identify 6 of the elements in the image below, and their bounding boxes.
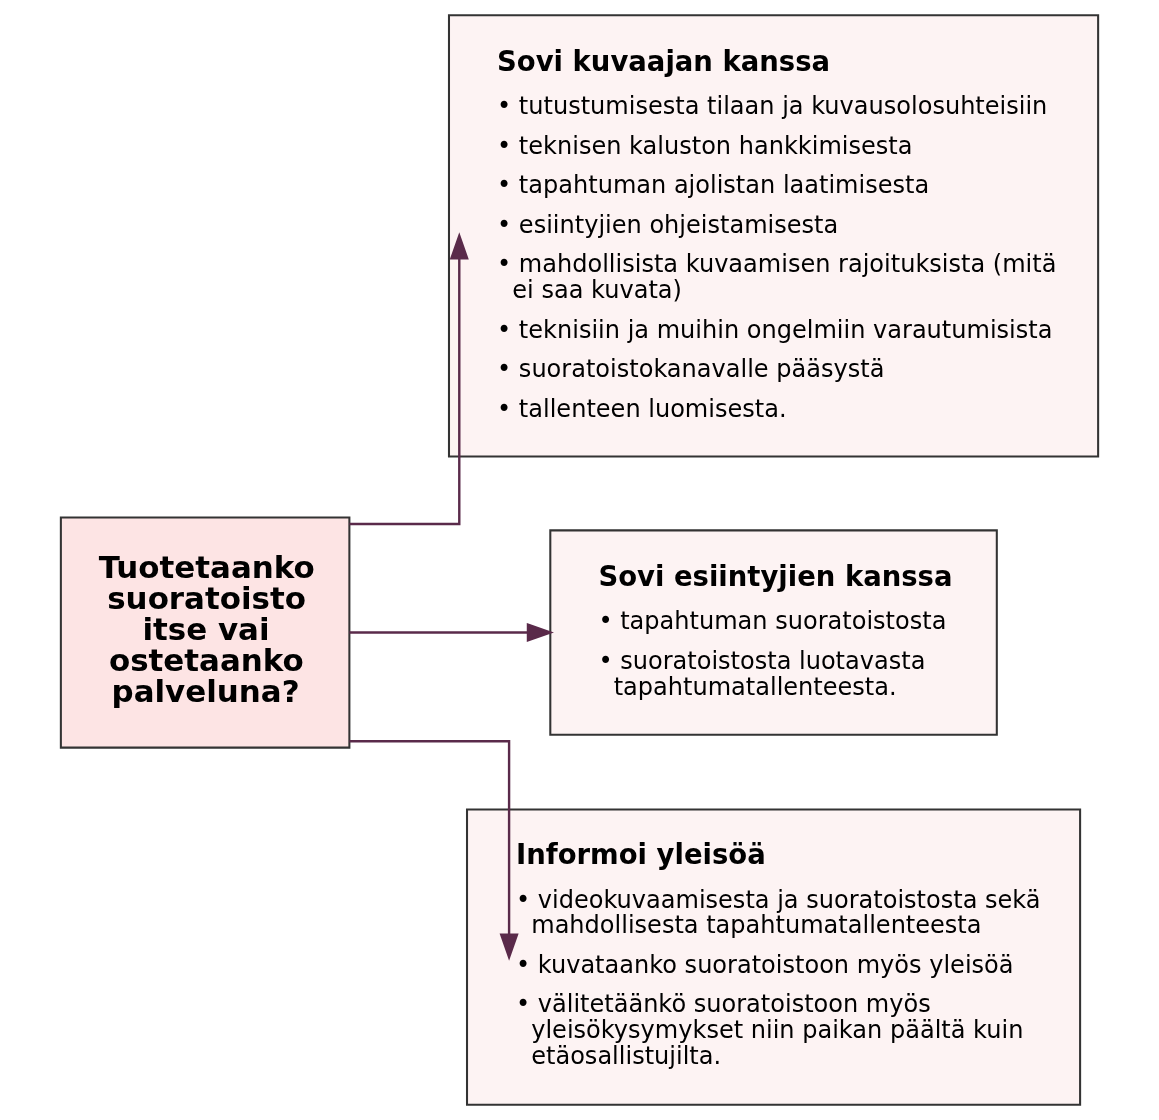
arrow	[349, 623, 554, 643]
node-box: Tuotetaanko suoratoisto itse vai ostetaanko palveluna?	[59, 516, 351, 749]
node-box: Sovi esiintyjien kanssa • tapahtuman suoratoistosta • suoratoistosta luotavasta tapahtumatallenteesta.	[549, 529, 998, 736]
arrow	[349, 232, 469, 526]
arrow	[349, 739, 519, 961]
node-box: Informoi yleisöä • videokuvaamisesta ja suoratoistosta sekä mahdollisesta tapahtumatallenteesta • kuvataanko suoratoistoon myös yleisöä • välitetäänkö suoratoistoon myös yleisökysymykset niin paikan päältä kuin etäosallistujilta.	[466, 808, 1082, 1106]
